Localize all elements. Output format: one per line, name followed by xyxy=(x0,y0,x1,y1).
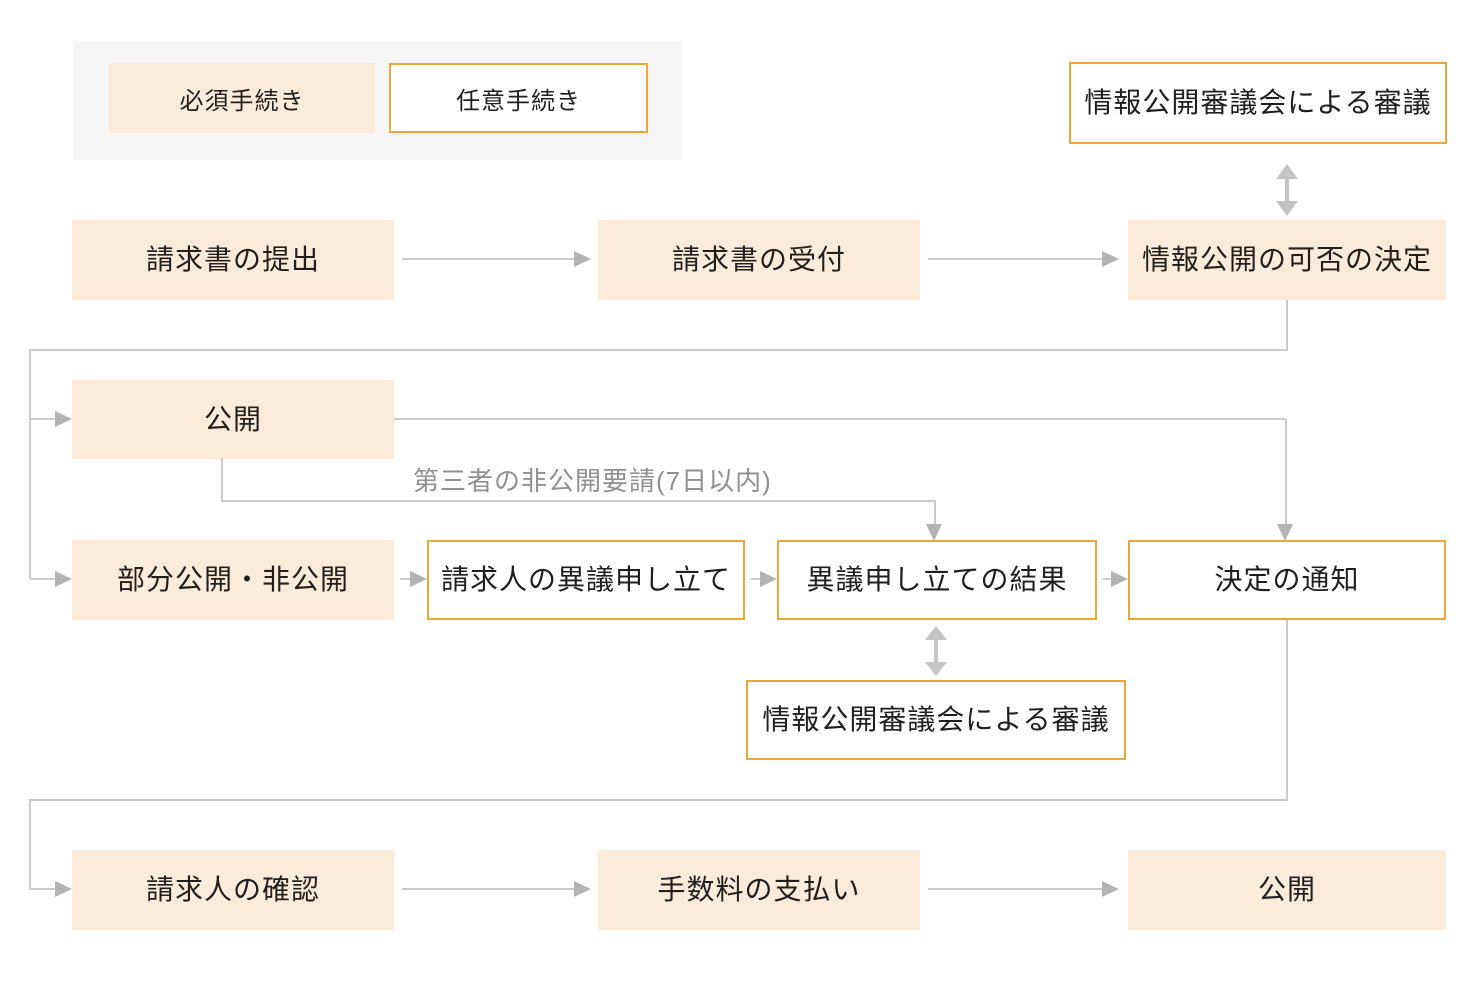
arrow-right-icon xyxy=(1102,251,1119,267)
legend-required-box: 必須手続き xyxy=(109,63,375,133)
node-submit-request: 請求書の提出 xyxy=(72,220,394,300)
legend-panel: 必須手続き 任意手続き xyxy=(73,41,682,160)
connector-line xyxy=(751,578,761,580)
connector-line xyxy=(402,258,574,260)
third-party-request-label: 第三者の非公開要請(7日以内) xyxy=(413,466,772,496)
arrow-down-icon xyxy=(926,524,942,541)
arrow-right-icon xyxy=(760,571,777,587)
connector-line xyxy=(1103,578,1112,580)
node-final-disclosure: 公開 xyxy=(1128,850,1446,930)
connector-line xyxy=(1286,300,1288,350)
node-receive-request: 請求書の受付 xyxy=(598,220,920,300)
connector-line xyxy=(402,888,574,890)
connector-line xyxy=(29,349,31,579)
arrow-down-icon xyxy=(1277,524,1293,541)
connector-line xyxy=(31,418,56,420)
arrow-right-icon xyxy=(55,571,72,587)
arrow-right-icon xyxy=(410,571,427,587)
arrow-right-icon xyxy=(574,251,591,267)
double-arrow-vertical-icon xyxy=(925,626,947,676)
connector-line xyxy=(928,888,1102,890)
node-fee-payment: 手数料の支払い xyxy=(598,850,920,930)
connector-line xyxy=(31,578,56,580)
connector-line xyxy=(29,349,1288,351)
node-disclosure-decision: 情報公開の可否の決定 xyxy=(1128,220,1446,300)
arrow-right-icon xyxy=(1102,881,1119,897)
arrow-right-icon xyxy=(1111,571,1128,587)
connector-line xyxy=(1285,419,1287,525)
arrow-right-icon xyxy=(55,411,72,427)
node-partial-nondisclosure: 部分公開・非公開 xyxy=(72,540,394,620)
connector-line xyxy=(1286,620,1288,800)
connector-line xyxy=(221,500,935,502)
node-disclose: 公開 xyxy=(72,380,394,459)
connector-line xyxy=(928,258,1102,260)
connector-line xyxy=(31,888,56,890)
node-requester-confirmation: 請求人の確認 xyxy=(72,850,394,930)
arrow-right-icon xyxy=(574,881,591,897)
connector-line xyxy=(394,418,1286,420)
connector-line xyxy=(29,799,1288,801)
node-council-review-bottom: 情報公開審議会による審議 xyxy=(746,680,1126,760)
connector-line xyxy=(934,500,936,525)
node-objection-result: 異議申し立ての結果 xyxy=(777,540,1097,620)
legend-optional-box: 任意手続き xyxy=(389,63,648,133)
connector-line xyxy=(29,799,31,890)
double-arrow-vertical-icon xyxy=(1276,164,1298,216)
node-council-review-top: 情報公開審議会による審議 xyxy=(1069,62,1447,144)
node-requester-objection: 請求人の異議申し立て xyxy=(427,540,745,620)
node-decision-notice: 決定の通知 xyxy=(1128,540,1446,620)
connector-line xyxy=(221,458,223,502)
arrow-right-icon xyxy=(55,881,72,897)
connector-line xyxy=(400,578,411,580)
